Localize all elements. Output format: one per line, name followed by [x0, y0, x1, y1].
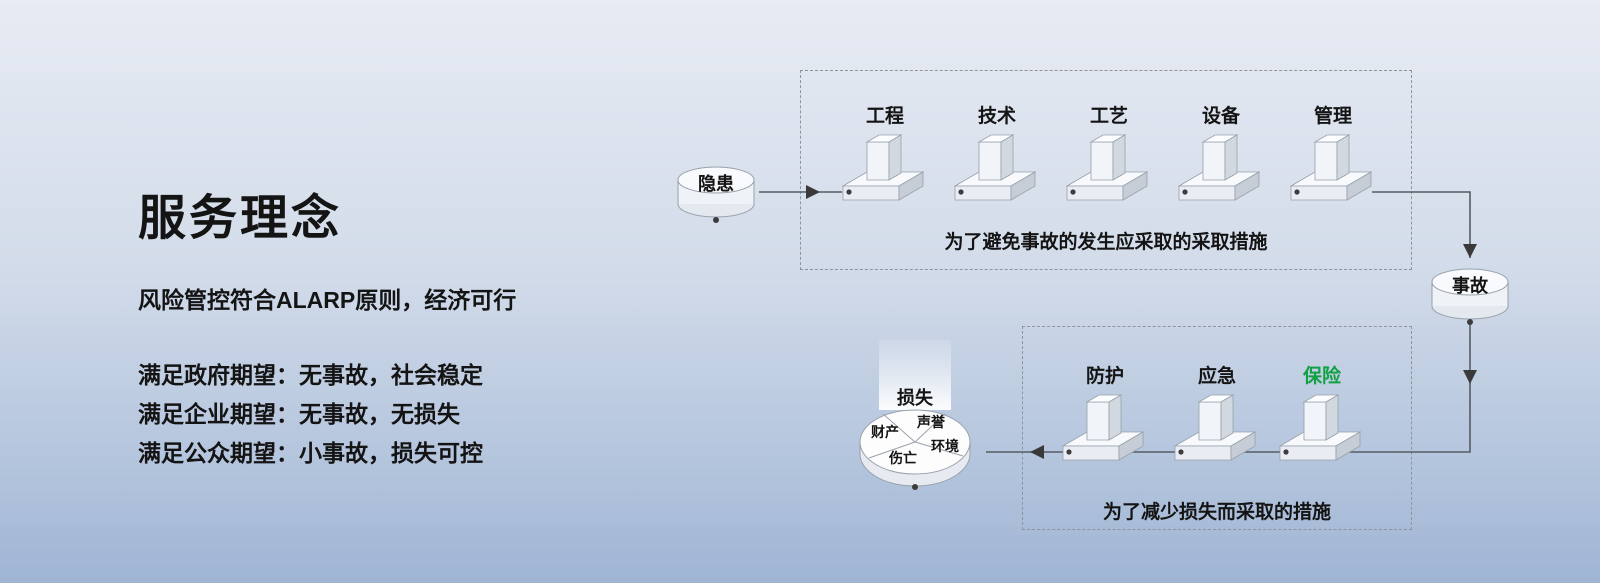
loss-segment-reputation: 声誉	[917, 414, 945, 430]
barrier-icon	[1290, 134, 1372, 201]
barrier-label-insurance: 保险	[1302, 366, 1341, 387]
expectation-line-public: 满足公众期望：小事故，损失可控	[138, 440, 483, 466]
accident-label: 事故	[1452, 276, 1488, 296]
loss-label: 损失	[897, 388, 933, 408]
mitigation-caption: 为了减少损失而采取的措施	[1102, 502, 1331, 523]
barrier-label-emergency: 应急	[1197, 366, 1236, 387]
expectation-line-enterprise: 满足企业期望：无事故，无损失	[138, 401, 460, 427]
barrier-icon	[1279, 394, 1361, 461]
barrier-icon	[842, 134, 924, 201]
loss-pie-icon	[859, 340, 971, 490]
barrier-icon	[954, 134, 1036, 201]
barrier-label-protection: 防护	[1085, 366, 1124, 387]
accident-node: 事故	[1427, 262, 1513, 328]
loss-segment-casualty: 伤亡	[889, 450, 917, 466]
prevention-box	[800, 70, 1412, 270]
hazard-node: 隐患	[673, 160, 759, 226]
barrier-icon	[1062, 394, 1144, 461]
prevention-caption: 为了避免事故的发生应采取的采取措施	[944, 232, 1268, 253]
loss-segment-property: 财产	[871, 424, 899, 440]
barrier-label-management: 管理	[1313, 106, 1352, 127]
page-title: 服务理念	[138, 192, 343, 245]
hazard-label: 隐患	[698, 174, 734, 194]
loss-segment-environment: 环境	[931, 438, 959, 454]
barrier-icon	[1174, 394, 1256, 461]
loss-node: 损失 财产 声誉 伤亡 环境	[855, 338, 975, 496]
barrier-label-equipment: 设备	[1201, 106, 1240, 127]
barrier-icon	[1066, 134, 1148, 201]
barrier-label-engineering: 工程	[865, 106, 904, 127]
expectations-list: 满足政府期望：无事故，社会稳定 满足企业期望：无事故，无损失 满足公众期望：小事…	[138, 356, 483, 473]
barrier-label-process: 工艺	[1089, 106, 1128, 127]
expectation-line-government: 满足政府期望：无事故，社会稳定	[138, 362, 483, 388]
barrier-icon	[1178, 134, 1260, 201]
barrier-label-technology: 技术	[977, 106, 1016, 127]
page-subtitle: 风险管控符合ALARP原则，经济可行	[138, 287, 517, 313]
